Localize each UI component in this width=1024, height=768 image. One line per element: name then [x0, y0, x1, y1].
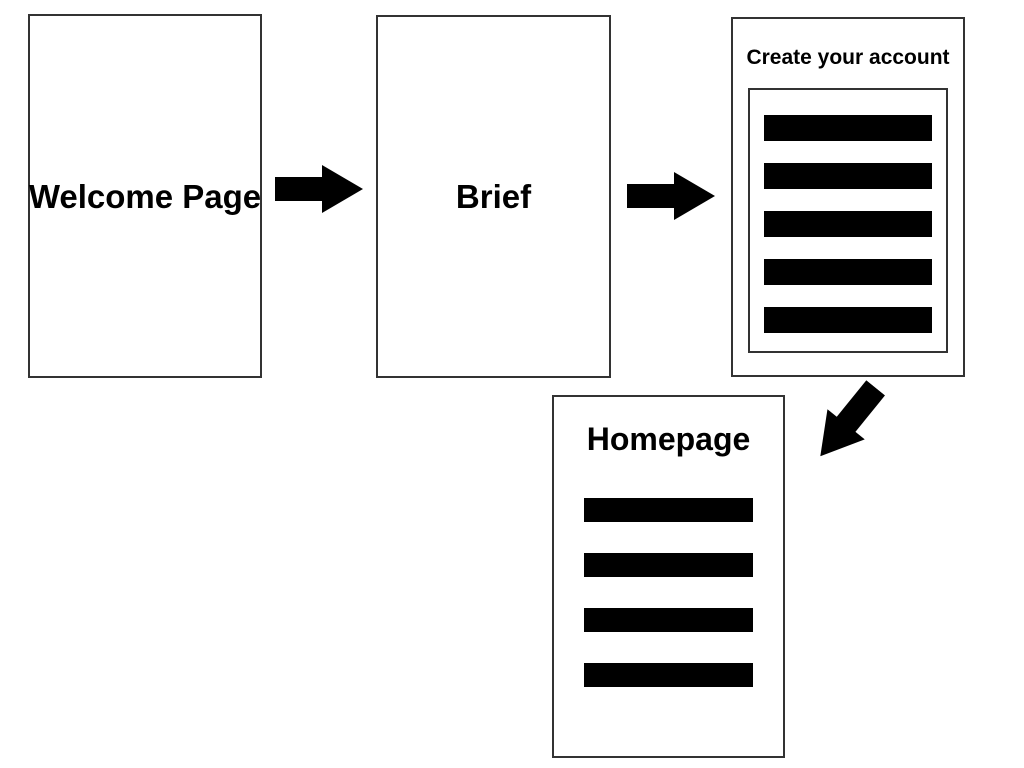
placeholder-bar	[764, 259, 932, 285]
placeholder-bar	[584, 553, 753, 577]
placeholder-bar	[584, 663, 753, 687]
node-homepage-label: Homepage	[586, 421, 751, 457]
placeholder-bar	[764, 163, 932, 189]
node-brief-label: Brief	[455, 178, 532, 215]
node-label-wrap: Brief	[378, 17, 609, 376]
placeholder-bar	[584, 498, 753, 522]
node-homepage: Homepage	[552, 395, 785, 758]
node-brief: Brief	[376, 15, 611, 378]
node-label-wrap: Welcome Page	[28, 16, 262, 376]
node-welcome-page-label: Welcome Page	[28, 177, 262, 215]
form-placeholder-panel	[748, 88, 948, 353]
node-create-account-label: Create your account	[746, 46, 950, 69]
placeholder-bar	[764, 115, 932, 141]
node-create-account: Create your account	[731, 17, 965, 377]
arrow-right-icon	[627, 172, 715, 220]
placeholder-bar	[764, 307, 932, 333]
content-placeholder-bars	[554, 498, 783, 687]
placeholder-bar	[584, 608, 753, 632]
arrow-down-left-icon	[820, 380, 886, 457]
placeholder-bar	[764, 211, 932, 237]
arrow-right-icon	[275, 165, 363, 213]
node-welcome-page: Welcome Page	[28, 14, 262, 378]
